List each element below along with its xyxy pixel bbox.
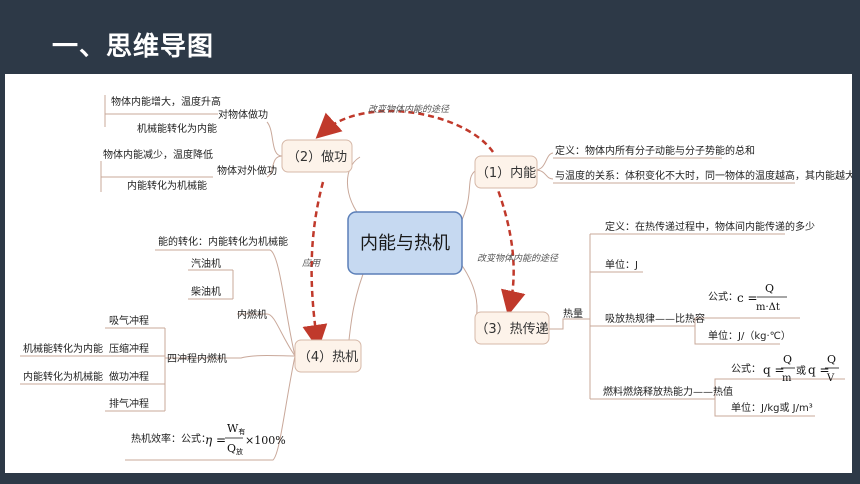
heat-value-formula: q = Q m 或 q = Q V [763, 353, 839, 384]
work-on-object-item-2: 机械能转化为内能 [137, 122, 217, 135]
engine-conversion: 能的转化：内能转化为机械能 [158, 235, 288, 248]
work-on-object: 对物体做功 [218, 108, 268, 121]
heat-fuel-formula-or: 或 [796, 365, 806, 377]
engine-type-diesel: 柴油机 [191, 285, 221, 298]
slide-title: 一、思维导图 [52, 32, 215, 62]
heat-transfer-label: （3）热传递 [475, 322, 548, 337]
heat-quantity: 热量 [563, 307, 583, 320]
stroke-compression: 压缩冲程 [109, 342, 149, 355]
work-by-object-item-2: 内能转化为机械能 [127, 179, 207, 192]
stroke-power: 做功冲程 [109, 370, 149, 383]
work-by-object: 物体对外做功 [217, 164, 277, 177]
work-label: （2）做功 [287, 150, 347, 165]
compression-note: 机械能转化为内能 [23, 342, 103, 355]
svg-text:c =: c = [737, 291, 758, 305]
heat-definition: 定义：在热传递过程中，物体间内能传递的多少 [605, 220, 815, 233]
engine-efficiency: 热机效率：公式： [131, 432, 211, 445]
work-by-object-item-1: 物体内能减少，温度降低 [103, 148, 213, 161]
svg-text:q =: q = [763, 363, 785, 377]
svg-text:Q: Q [783, 353, 792, 366]
svg-text:m: m [782, 373, 792, 384]
svg-text:Q放: Q放 [227, 442, 243, 456]
engine-four-stroke: 四冲程内燃机 [167, 352, 227, 365]
heat-transfer-node [474, 311, 550, 345]
center-label: 内能与热机 [360, 233, 450, 254]
heat-unit: 单位：J [605, 258, 638, 271]
mind-map: 改变物体内能的途径 改变物体内能的途径 应用 内能与热机 （2）做功 （1）内能… [20, 95, 852, 461]
center-node [347, 211, 463, 275]
svg-text:Q: Q [827, 353, 836, 366]
svg-text:V: V [826, 373, 835, 384]
engine-types-label: 内燃机 [237, 308, 267, 321]
heat-law-unit: 单位：J/（kg·℃） [708, 329, 791, 342]
svg-text:η =: η = [205, 433, 226, 447]
heat-law: 吸放热规律——比热容 [605, 312, 705, 325]
heat-fuel-formula-prefix: 公式： [731, 362, 761, 375]
arrow-label-left: 应用 [302, 258, 321, 269]
arrow-energy-to-heat-transfer [493, 181, 526, 316]
engine-label: （4）热机 [298, 350, 358, 365]
mind-map-canvas: 改变物体内能的途径 改变物体内能的途径 应用 内能与热机 （2）做功 （1）内能… [5, 74, 852, 473]
svg-text:W有: W有 [227, 422, 245, 436]
engine-type-gasoline: 汽油机 [191, 257, 221, 270]
svg-text:m·Δt: m·Δt [756, 302, 780, 313]
efficiency-formula: η = W有 Q放 ×100% [205, 422, 286, 456]
branch-lines [20, 95, 845, 461]
stroke-intake: 吸气冲程 [109, 314, 149, 327]
arrow-label-top: 改变物体内能的途径 [368, 104, 450, 115]
arrow-energy-to-work [315, 109, 495, 153]
heat-fuel-unit: 单位：J/kg或 J/m³ [731, 401, 813, 414]
energy-definition: 定义：物体内所有分子动能与分子势能的总和 [555, 144, 755, 157]
heat-law-formula-prefix: 公式： [708, 290, 738, 303]
svg-text:q =: q = [808, 363, 830, 377]
svg-text:Q: Q [765, 282, 774, 295]
power-note: 内能转化为机械能 [23, 370, 103, 383]
work-on-object-item-1: 物体内能增大，温度升高 [111, 95, 221, 108]
relation-arrows [302, 109, 526, 350]
heat-fuel: 燃料燃烧释放热能力——热值 [603, 385, 733, 398]
specific-heat-formula: c = Q m·Δt [737, 282, 787, 313]
work-node [281, 139, 353, 173]
svg-text:×100%: ×100% [245, 434, 286, 447]
stroke-exhaust: 排气冲程 [109, 397, 149, 410]
engine-node [294, 339, 362, 373]
arrow-label-right: 改变物体内能的途径 [477, 253, 559, 264]
energy-temperature-relation: 与温度的关系：体积变化不大时，同一物体的温度越高，其内能越大 [555, 169, 852, 182]
energy-label: （1）内能 [476, 165, 536, 181]
energy-node [474, 155, 538, 189]
